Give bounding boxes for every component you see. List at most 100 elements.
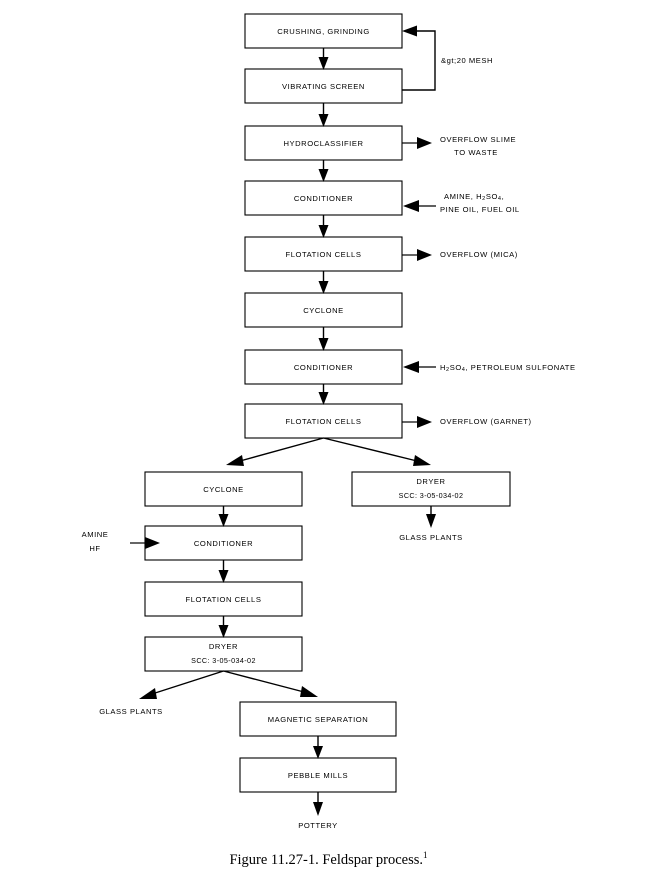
arrowhead-icon <box>145 537 160 549</box>
arrowhead-icon <box>426 514 436 528</box>
node-dryer-left[interactable]: DRYER SCC: 3-05-034-02 <box>144 636 303 672</box>
label-amine: AMINE <box>82 530 109 539</box>
edge-conditioner-2-to-flotation-2 <box>318 384 329 405</box>
node-label: FLOTATION CELLS <box>286 417 362 426</box>
edge-flotation-2-to-dryer-right <box>323 437 431 466</box>
edge-flotation-2-to-cyclone-2 <box>226 437 324 466</box>
edge-cyclone-1-to-conditioner-2 <box>318 327 329 351</box>
arrowhead-icon <box>403 200 419 212</box>
node-box[interactable] <box>244 180 403 216</box>
arrowhead-icon <box>318 392 329 405</box>
arrowhead-icon <box>402 25 417 37</box>
edge-hydroclassifier-to-conditioner-1 <box>318 160 329 182</box>
node-box[interactable] <box>244 403 403 439</box>
node-box[interactable] <box>144 525 303 561</box>
node-label: FLOTATION CELLS <box>286 250 362 259</box>
edge-vibrating-to-hydroclassifier <box>318 103 329 127</box>
node-hydroclassifier[interactable]: HYDROCLASSIFIER <box>244 125 403 161</box>
arrowhead-icon <box>318 281 329 294</box>
arrowhead-icon <box>218 570 229 583</box>
node-label: FLOTATION CELLS <box>186 595 262 604</box>
node-box[interactable] <box>244 68 403 104</box>
arrowhead-icon <box>300 686 318 697</box>
arrowhead-icon <box>139 688 157 699</box>
label-overflow-mica: OVERFLOW (MICA) <box>440 250 518 259</box>
node-flotation-cells-1[interactable]: FLOTATION CELLS <box>244 236 403 272</box>
node-label: CONDITIONER <box>294 363 353 372</box>
process-boxes: CRUSHING, GRINDING VIBRATING SCREEN HYDR… <box>144 13 511 793</box>
node-cyclone-2[interactable]: CYCLONE <box>144 471 303 507</box>
node-sublabel-scc: SCC: 3-05-034-02 <box>399 491 464 500</box>
node-label: HYDROCLASSIFIER <box>284 139 364 148</box>
node-conditioner-3[interactable]: CONDITIONER <box>144 525 303 561</box>
node-label: CRUSHING, GRINDING <box>277 27 370 36</box>
node-label: DRYER <box>416 477 445 486</box>
arrowhead-icon <box>417 416 432 428</box>
node-box[interactable] <box>239 701 397 737</box>
node-label: CONDITIONER <box>294 194 353 203</box>
edge-pebble-mills-to-pottery <box>313 792 323 816</box>
edge-reagents-to-conditioner-1 <box>403 200 436 212</box>
arrowhead-icon <box>417 249 432 261</box>
arrowhead-icon <box>413 455 431 466</box>
node-dryer-right[interactable]: DRYER SCC: 3-05-034-02 <box>351 471 511 507</box>
node-flotation-cells-3[interactable]: FLOTATION CELLS <box>144 581 303 617</box>
node-label: DRYER <box>209 642 238 651</box>
edge-flotation-3-to-dryer-left <box>218 616 229 638</box>
label-hf: HF <box>89 544 100 553</box>
arrowhead-icon <box>417 137 432 149</box>
node-box[interactable] <box>351 471 511 507</box>
node-box[interactable] <box>244 292 403 328</box>
label-glass-plants-left: GLASS PLANTS <box>99 707 163 716</box>
figure-caption-text: Figure 11.27-1. Feldspar process. <box>229 851 424 868</box>
node-box[interactable] <box>144 581 303 617</box>
node-pebble-mills[interactable]: PEBBLE MILLS <box>239 757 397 793</box>
node-vibrating-screen[interactable]: VIBRATING SCREEN <box>244 68 403 104</box>
edge-hydroclassifier-to-overflow-slime <box>402 137 432 149</box>
edge-conditioner-3-to-flotation-3 <box>218 560 229 583</box>
label-reagents-h2so4-petroleum-sulfonate: H2SO4, PETROLEUM SULFONATE <box>440 363 576 373</box>
edge-reagents-to-conditioner-2 <box>403 361 436 373</box>
edge-flotation-1-to-overflow-mica <box>402 249 432 261</box>
connectors <box>130 25 436 816</box>
node-label: MAGNETIC SEPARATION <box>268 715 368 724</box>
arrowhead-icon <box>218 625 229 638</box>
edge-vibrating-recycle-to-crushing <box>402 25 436 91</box>
arrowhead-icon <box>218 514 229 527</box>
label-overflow-slime-line1: OVERFLOW SLIME <box>440 135 516 144</box>
node-conditioner-2[interactable]: CONDITIONER <box>244 349 403 385</box>
node-crushing[interactable]: CRUSHING, GRINDING <box>244 13 403 49</box>
node-label: CYCLONE <box>203 485 244 494</box>
arrowhead-icon <box>318 169 329 182</box>
node-sublabel-scc: SCC: 3-05-034-02 <box>191 656 256 665</box>
arrowhead-icon <box>318 57 329 70</box>
node-conditioner-1[interactable]: CONDITIONER <box>244 180 403 216</box>
arrowhead-icon <box>318 114 329 127</box>
arrowhead-icon <box>318 225 329 238</box>
node-label: CYCLONE <box>303 306 344 315</box>
edge-dryer-left-to-magnetic-separation <box>223 670 318 697</box>
node-label: VIBRATING SCREEN <box>282 82 365 91</box>
edge-dryer-right-to-glass-plants <box>426 506 436 528</box>
label-pottery: POTTERY <box>298 821 338 830</box>
label-overflow-slime-line2: TO WASTE <box>454 148 498 157</box>
node-flotation-cells-2[interactable]: FLOTATION CELLS <box>244 403 403 439</box>
figure-caption-footnote: 1 <box>423 850 428 860</box>
edge-dryer-left-to-glass-plants <box>139 670 224 699</box>
edge-amine-hf-to-conditioner-3 <box>130 537 160 549</box>
node-label: CONDITIONER <box>194 539 253 548</box>
node-label: PEBBLE MILLS <box>288 771 348 780</box>
node-cyclone-1[interactable]: CYCLONE <box>244 292 403 328</box>
node-box[interactable] <box>244 13 403 49</box>
label-reagents-pine-fuel-oil: PINE OIL, FUEL OIL <box>440 205 520 214</box>
edge-magnetic-separation-to-pebble-mills <box>313 736 323 759</box>
arrowhead-icon <box>313 746 323 759</box>
edge-cyclone-2-to-conditioner-3 <box>218 506 229 527</box>
label-mesh-size: &gt;20 MESH <box>441 56 493 65</box>
label-reagents-amine-h2so4: AMINE, H2SO4, <box>444 192 504 202</box>
arrowhead-icon <box>403 361 419 373</box>
edge-flotation-1-to-cyclone-1 <box>318 271 329 294</box>
arrowhead-icon <box>226 455 244 466</box>
node-magnetic-separation[interactable]: MAGNETIC SEPARATION <box>239 701 397 737</box>
